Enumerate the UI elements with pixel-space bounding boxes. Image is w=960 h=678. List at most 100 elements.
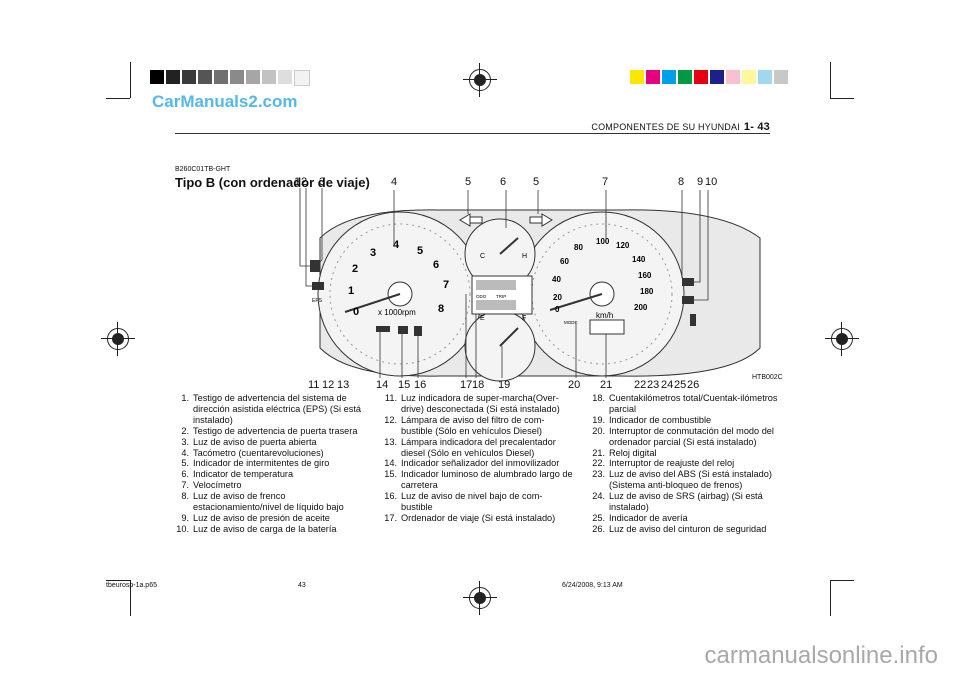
legend-item-text: Luz de aviso del ABS (Si está instalado)… [609,469,772,491]
figure-code: HTB002C [752,374,783,381]
callout-15: 15 [398,379,411,391]
speed-label-160: 160 [638,271,652,280]
legend-item-number: 11. [384,393,397,403]
fuel-empty-label: E [480,315,485,322]
legend-item: 13. Lámpara indicadora del precalentador … [383,437,573,459]
callout-13: 13 [337,379,350,391]
legend-item-text: Interruptor de conmutación del modo del … [609,425,774,447]
speed-label-60: 60 [560,257,569,266]
legend-item-number: 25. [592,512,605,523]
legend-item-text: Indicador señalizador del inmovilizador [401,458,560,469]
callout-8: 8 [678,176,685,188]
callout-6: 6 [500,176,507,188]
legend-item-number: 23. [592,469,605,480]
speed-label-100: 100 [596,237,610,246]
legend-item-number: 10. [176,523,189,534]
speed-label-120: 120 [616,241,630,250]
crosshair-right-icon [825,322,859,356]
callout-25: 25 [674,379,687,391]
callout-26: 26 [687,379,700,391]
callout-12: 12 [322,379,335,391]
section-code: B260C01TB-GHT [175,166,231,173]
speed-label-80: 80 [574,243,583,252]
odo-label: ODO [476,294,487,299]
legend-item: 23. Luz de aviso del ABS (Si está instala… [591,469,785,491]
legend-item-text: Indicador de combustible [609,414,712,425]
tach-label-1: 1 [348,285,354,297]
trip-label: TRIP [496,294,506,299]
legend-item-text: Cuentakilómetros total/Cuentak-ilómetros… [609,393,778,414]
tach-label-3: 3 [370,247,376,259]
crosshair-top-icon [463,63,497,97]
callout-14: 14 [376,379,389,391]
tach-label-7: 7 [443,279,449,291]
callout-20: 20 [568,379,581,391]
speed-label-40: 40 [552,275,561,284]
legend-item-text: Luz de aviso de carga de la batería [193,523,337,534]
legend-item-text: Reloj digital [609,447,657,458]
callout-5b: 5 [533,176,540,188]
legend-item-number: 19. [592,414,605,425]
legend-item: 11.Luz indicadora de super-marcha(Over-d… [383,393,573,415]
legend-item: 6.Indicator de temperatura [175,469,365,480]
legend-item-number: 4. [181,447,189,458]
page-title: Tipo B (con ordenador de viaje) [175,175,370,190]
legend-item-text: Luz de aviso de nivel bajo de com-bustib… [401,491,543,513]
legend-item: 1.Testigo de advertencia del sistema de … [175,393,365,426]
callout-lines [299,188,709,378]
legend-item-text: Interruptor de reajuste del reloj [609,458,735,469]
legend-item-text: Luz de aviso de puerta abierta [193,436,317,447]
legend-item-number: 8. [181,491,189,502]
legend-item: 26.Luz de aviso del cinturon de segurida… [591,524,785,535]
battery-charge-icon [682,296,694,304]
turn-right-arrow-icon [529,213,553,227]
legend-item: 8. Luz de aviso de frenco estacionamiento… [175,491,365,513]
legend-item-number: 18. [592,393,605,403]
tach-unit: x 1000rpm [378,308,416,317]
legend-item-text: Indicator de temperatura [193,469,294,480]
callout-18: 18 [472,379,485,391]
eps-label: EPS [312,298,323,304]
callout-24: 24 [661,379,674,391]
legend-item: 10. Luz de aviso de carga de la batería [175,524,365,535]
instrument-cluster-diagram: 0 1 2 3 4 5 6 7 8 x 1000rpm 0 20 40 60 8… [299,188,761,382]
legend-item-number: 9. [181,512,189,523]
legend-item-text: Luz de aviso de frenco estacionamiento/n… [193,491,344,513]
seatbelt-icon [690,314,696,326]
callout-22: 22 [634,379,647,391]
tailgate-warning-icon [312,282,324,290]
temp-hot-label: H [522,253,527,260]
legend-item-number: 2. [181,425,189,436]
legend-item-text: Velocímetro [193,480,242,491]
tach-label-0: 0 [353,306,359,318]
legend-item-number: 1. [181,393,189,403]
speed-label-0: 0 [555,305,560,314]
legend-item-number: 5. [181,458,189,469]
section-name: COMPONENTES DE SU HYUNDAI [591,122,740,132]
legend-item: 17.Ordenador de viaje (Si está instalado… [383,513,573,524]
tach-scale-labels: 0 1 2 3 4 5 6 7 8 [348,239,449,318]
watermark-top: CarManuals2.com [152,92,298,111]
legend-item: 25.Indicador de avería [591,513,785,524]
footer-date: 6/24/2008, 9:13 AM [562,582,623,589]
callout-23: 23 [647,379,660,391]
legend-item-number: 20. [592,425,605,436]
callout-3: 3 [319,176,326,188]
legend-item-number: 24. [592,491,605,502]
legend-item-text: Lámpara indicadora del precalentador die… [401,436,556,458]
legend-item-text: Tacómetro (cuentarevoluciones) [193,447,324,458]
legend-item-text: Indicador de intermitentes de giro [193,458,330,469]
crosshair-left-icon [101,322,135,356]
legend-item: 16.Luz de aviso de nivel bajo de com-bus… [383,491,573,513]
legend-item: 24.Luz de aviso de SRS (airbag) (Si está… [591,491,785,513]
legend-item-number: 13. [384,436,397,447]
legend-item: 5. Indicador de intermitentes de giro [175,458,365,469]
legend-item: 21.Reloj digital [591,448,785,459]
eps-warning-icon [310,260,320,272]
temp-cold-label: C [480,253,485,260]
legend-item-number: 22. [592,458,605,469]
speed-unit: km/h [596,311,613,320]
turn-left-arrow-icon [459,213,483,227]
callout-5a: 5 [465,176,472,188]
